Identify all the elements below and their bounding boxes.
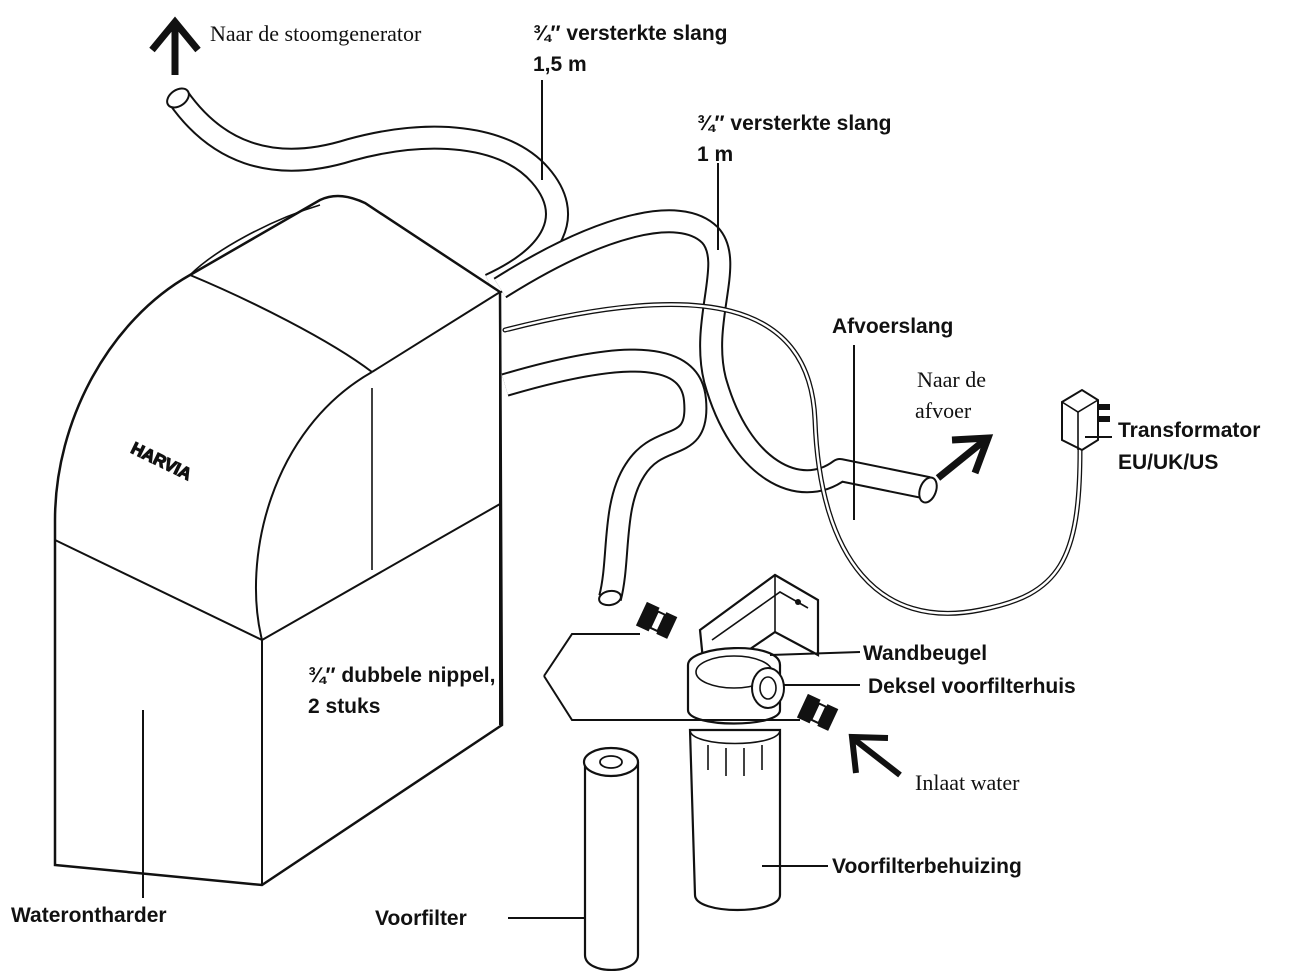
label-transformer-line1: Transformator [1118,419,1260,442]
transformer [1061,388,1110,452]
label-hose-1-5m-line2: 1,5 m [533,53,587,76]
leader-wall-bracket [769,651,861,656]
label-prefilter-housing: Voorfilterbehuizing [832,855,1022,878]
leader-nipple-1 [543,633,640,677]
prefilter-cartridge [582,746,640,972]
label-hose-1m-line1: ¾″ versterkte slang [697,112,892,135]
label-drain-hose: Afvoerslang [832,315,953,338]
label-water-softener: Waterontharder [11,904,167,927]
water-softener-cabinet [53,194,504,887]
label-double-nipple-line2: 2 stuks [308,695,380,718]
prefilter-housing-lid [686,647,785,725]
drain-hose-end [918,476,938,504]
arrow-up-right-icon [935,434,994,481]
label-to-steam-generator: Naar de stoomgenerator [210,21,422,46]
transformer-cable [502,301,1083,616]
label-wall-bracket: Wandbeugel [863,642,987,665]
arrow-up-left-icon [848,733,902,778]
label-prefilter: Voorfilter [375,907,467,930]
label-water-inlet: Inlaat water [915,770,1020,795]
label-prefilter-housing-lid: Deksel voorfilterhuis [868,675,1076,698]
leader-nipple-2 [543,675,800,721]
label-transformer-line2: EU/UK/US [1118,451,1218,474]
label-hose-1-5m-line1: ¾″ versterkte slang [533,22,728,45]
double-nipple-1 [635,601,678,639]
prefilter-housing [688,728,782,912]
double-nipple-2 [796,693,839,731]
label-double-nipple-line1: ¾″ dubbele nippel, [308,664,495,687]
hose-1m [493,209,931,500]
label-hose-1m-line2: 1 m [697,143,733,166]
hose-1-5m [166,87,569,296]
label-to-drain-line2: afvoer [915,398,972,423]
label-to-drain-line1: Naar de [917,367,986,392]
arrow-up-icon [149,16,201,75]
drain-hose [501,348,708,607]
